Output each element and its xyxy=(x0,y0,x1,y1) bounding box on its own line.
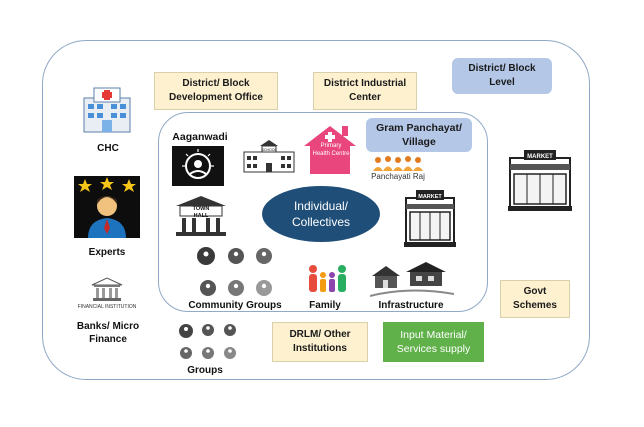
groups-label: Groups xyxy=(187,365,223,376)
family-label: Family xyxy=(309,300,341,311)
market-sign-text: MARKET xyxy=(527,154,553,160)
input-material-box: Input Material/ Services supply xyxy=(383,322,484,362)
individual-collectives-ellipse: Individual/ Collectives xyxy=(262,186,380,242)
community-groups-label: Community Groups xyxy=(188,300,282,311)
panchayati-raj-label: Panchayati Raj xyxy=(371,172,425,181)
primary-health-centre-icon xyxy=(304,126,356,174)
outer-ecosystem-frame xyxy=(42,40,590,380)
community-groups-icon xyxy=(197,247,272,296)
aaganwadi-label: Aaganwadi xyxy=(172,131,228,143)
groups-icon xyxy=(179,324,236,359)
family-icon xyxy=(309,265,346,292)
village-market-sign-text: MARKET xyxy=(418,194,442,200)
inner-village-frame xyxy=(158,112,488,312)
financial-institution-caption: FINANCIAL INSTITUTION xyxy=(77,304,137,310)
infrastructure-icon xyxy=(370,262,454,297)
infrastructure-label: Infrastructure xyxy=(378,300,444,311)
phc-label: Primary Health Centre xyxy=(312,143,350,157)
district-block-level-box: District/ Block Level xyxy=(452,58,552,94)
aaganwadi-icon xyxy=(172,146,224,186)
govt-schemes-box: Govt Schemes xyxy=(500,280,570,318)
chc-label: CHC xyxy=(97,143,119,154)
banks-micro-finance-label: Banks/ Micro Finance xyxy=(76,321,140,345)
market-store-icon: MARKET xyxy=(508,150,572,211)
experts-label: Experts xyxy=(88,247,126,258)
village-market-icon: MARKET xyxy=(404,190,456,247)
school-sign-text: SCHOOL xyxy=(262,148,277,152)
district-industrial-center-box: District Industrial Center xyxy=(313,72,417,110)
town-hall-icon xyxy=(170,194,232,238)
hospital-icon xyxy=(83,87,131,133)
district-block-office-box: District/ Block Development Office xyxy=(154,72,278,110)
school-icon: SCHOOL xyxy=(243,140,295,173)
bank-icon xyxy=(91,277,123,301)
town-hall-sign: TOWN HALL xyxy=(192,206,210,219)
panchayati-raj-people-icon xyxy=(373,156,423,171)
gram-panchayat-box: Gram Panchayat/ Village xyxy=(366,118,472,152)
drlm-institutions-box: DRLM/ Other Institutions xyxy=(272,322,368,362)
expert-icon xyxy=(74,176,140,238)
